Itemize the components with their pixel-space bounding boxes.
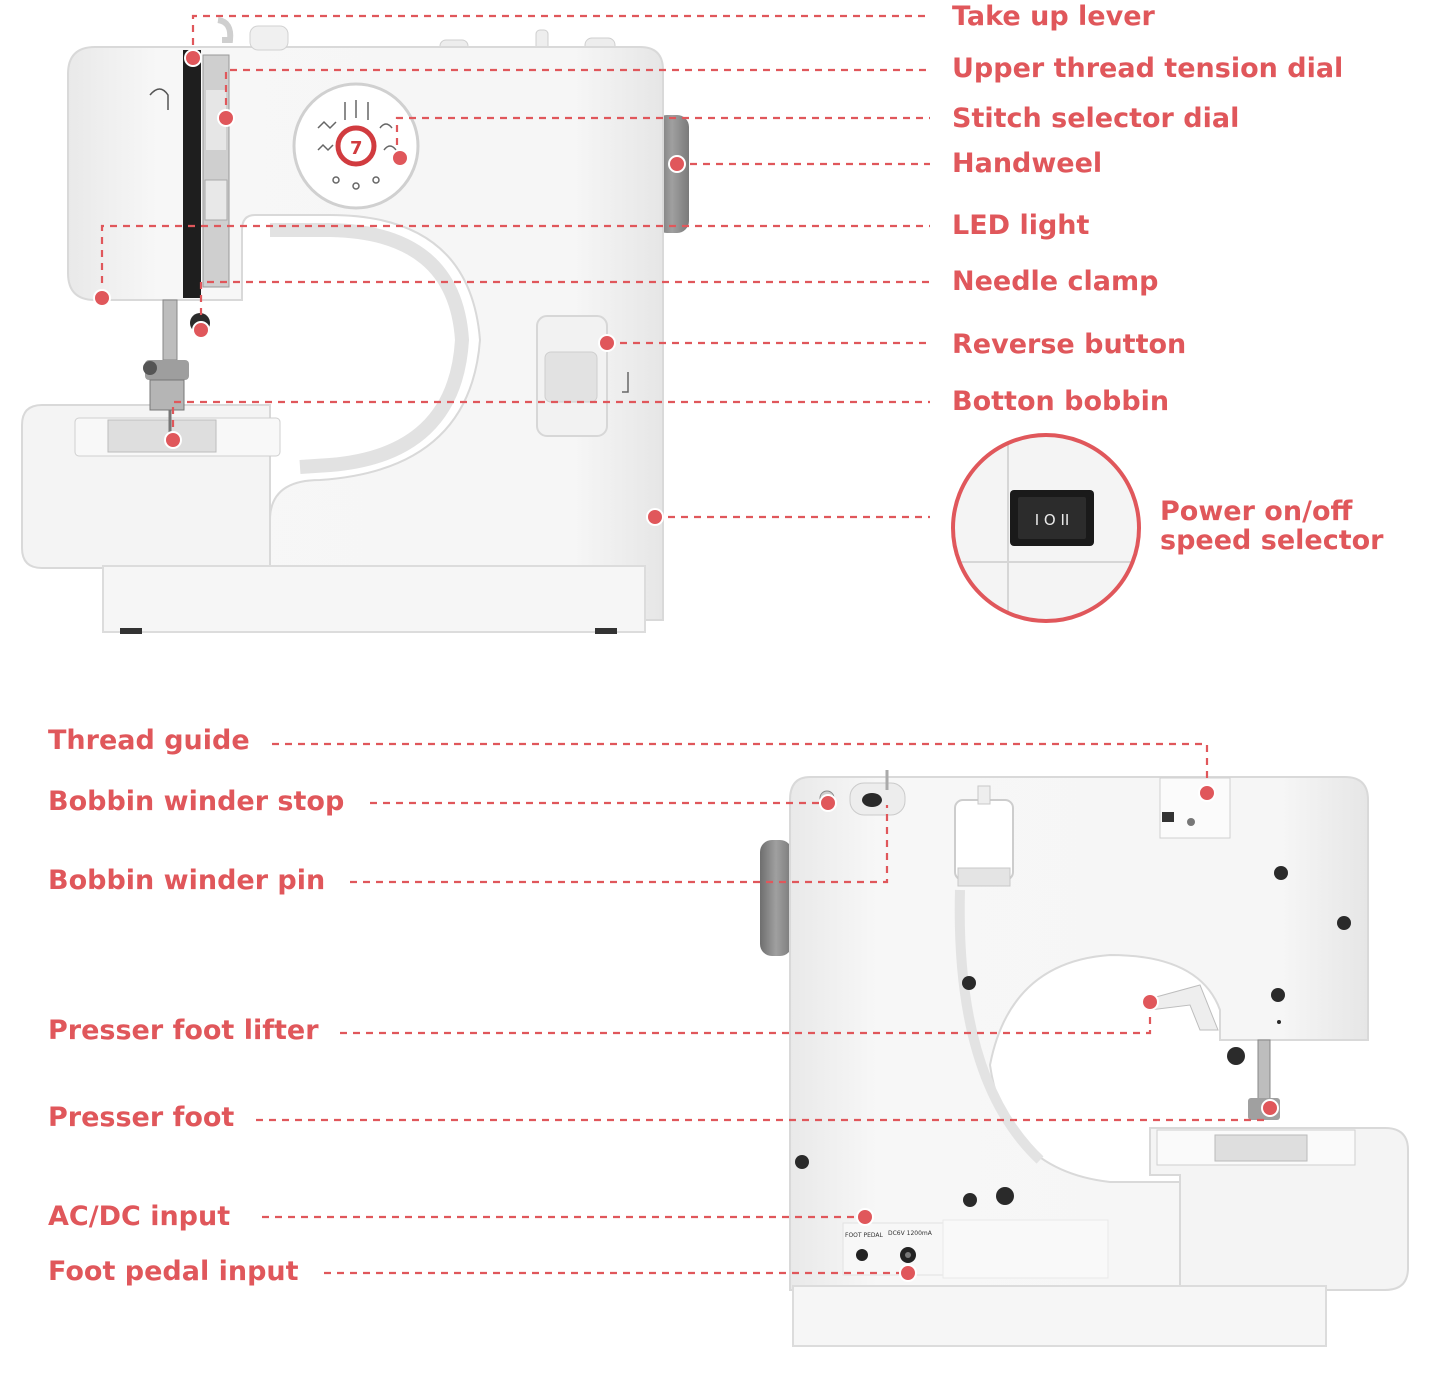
- leader-take-up-lever: [191, 14, 930, 58]
- dot-needle-clamp: [192, 321, 210, 339]
- label-take-up-lever: Take up lever: [952, 1, 1155, 32]
- rear-handwheel: [760, 840, 792, 956]
- leader-led-light: [100, 224, 930, 296]
- dot-handweel: [668, 155, 686, 173]
- label-presser-foot-lifter: Presser foot lifter: [48, 1015, 319, 1046]
- leader-upper-thread-tension-dial: [224, 68, 930, 118]
- power-switch-inset: I O II: [951, 433, 1141, 623]
- label-handweel: Handweel: [952, 148, 1103, 179]
- label-foot-pedal-input: Foot pedal input: [48, 1256, 299, 1287]
- label-upper-thread-tension-dial: Upper thread tension dial: [952, 53, 1344, 84]
- svg-text:7: 7: [350, 138, 363, 159]
- label-power-on-off: Power on/off: [1160, 496, 1353, 527]
- label-bobbin-winder-pin: Bobbin winder pin: [48, 865, 326, 896]
- label-speed-selector: speed selector: [1160, 525, 1384, 556]
- power-switch-marks: I O II: [1035, 511, 1070, 529]
- dot-botton-bobbin: [164, 431, 182, 449]
- dot-led-light: [93, 289, 111, 307]
- dot-upper-thread-tension: [217, 109, 235, 127]
- marker-dots: [93, 49, 1279, 1282]
- front-sewing-machine: 7: [21, 17, 689, 634]
- label-reverse-button: Reverse button: [952, 329, 1187, 360]
- label-botton-bobbin: Botton bobbin: [952, 386, 1170, 417]
- label-needle-clamp: Needle clamp: [952, 266, 1159, 297]
- port-label-foot-pedal: FOOT PEDAL: [845, 1232, 883, 1239]
- leader-lines: [100, 14, 1270, 1275]
- dot-thread-guide: [1198, 784, 1216, 802]
- front-base: [102, 565, 646, 633]
- label-ac-dc-input: AC/DC input: [48, 1201, 231, 1232]
- leader-bobbin-winder-pin: [350, 805, 889, 884]
- dot-foot-pedal-input: [899, 1264, 917, 1282]
- rear-sewing-machine: [760, 770, 1409, 1347]
- dot-reverse-button: [598, 334, 616, 352]
- leader-stitch-selector-dial: [395, 116, 930, 158]
- leader-needle-clamp: [199, 280, 930, 328]
- label-thread-guide: Thread guide: [48, 725, 250, 756]
- label-stitch-selector-dial: Stitch selector dial: [952, 103, 1240, 134]
- dot-stitch-selector: [391, 149, 409, 167]
- dot-power: [646, 508, 664, 526]
- dot-bobbin-winder-stop: [819, 794, 837, 812]
- label-led-light: LED light: [952, 210, 1090, 241]
- dot-take-up-lever: [184, 49, 202, 67]
- label-presser-foot: Presser foot: [48, 1102, 235, 1133]
- label-bobbin-winder-stop: Bobbin winder stop: [48, 786, 345, 817]
- rear-base: [792, 1285, 1327, 1347]
- port-label-dc: DC6V 1200mA: [888, 1230, 932, 1237]
- dot-presser-foot: [1261, 1099, 1279, 1117]
- dot-ac-dc-input: [856, 1208, 874, 1226]
- leader-thread-guide: [272, 742, 1209, 793]
- leader-presser-foot-lifter: [340, 1002, 1152, 1035]
- dot-presser-foot-lifter: [1141, 993, 1159, 1011]
